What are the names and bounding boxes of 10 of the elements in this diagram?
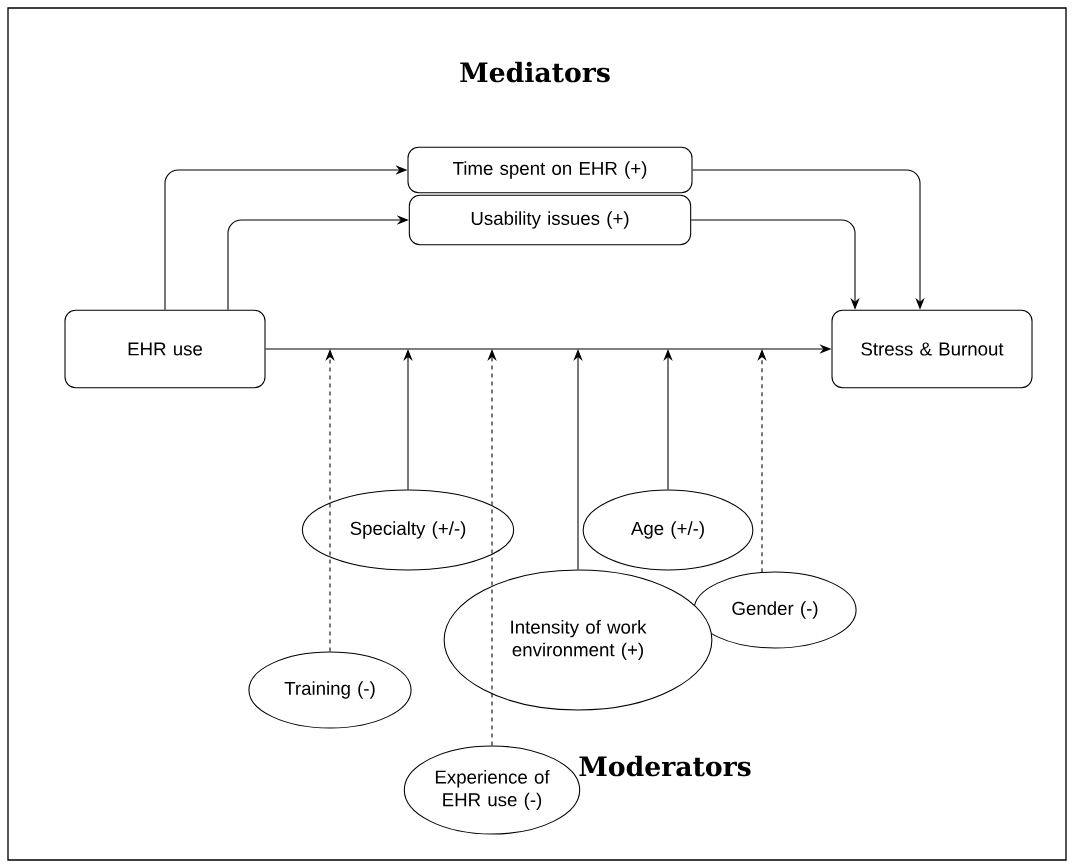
- ellipse-node: Age (+/-): [582, 489, 754, 571]
- ellipse-node: Specialty (+/-): [301, 489, 515, 571]
- process-box: Time spent on EHR (+): [407, 146, 693, 194]
- section-heading: Moderators: [579, 755, 751, 777]
- section-heading: Mediators: [460, 61, 610, 83]
- process-box: Stress & Burnout: [831, 309, 1033, 389]
- ellipse-node: Training (-): [248, 651, 412, 729]
- process-box: Usability issues (+): [408, 194, 692, 246]
- ellipse-node: Gender (-): [693, 571, 857, 649]
- process-box: EHR use: [64, 309, 266, 389]
